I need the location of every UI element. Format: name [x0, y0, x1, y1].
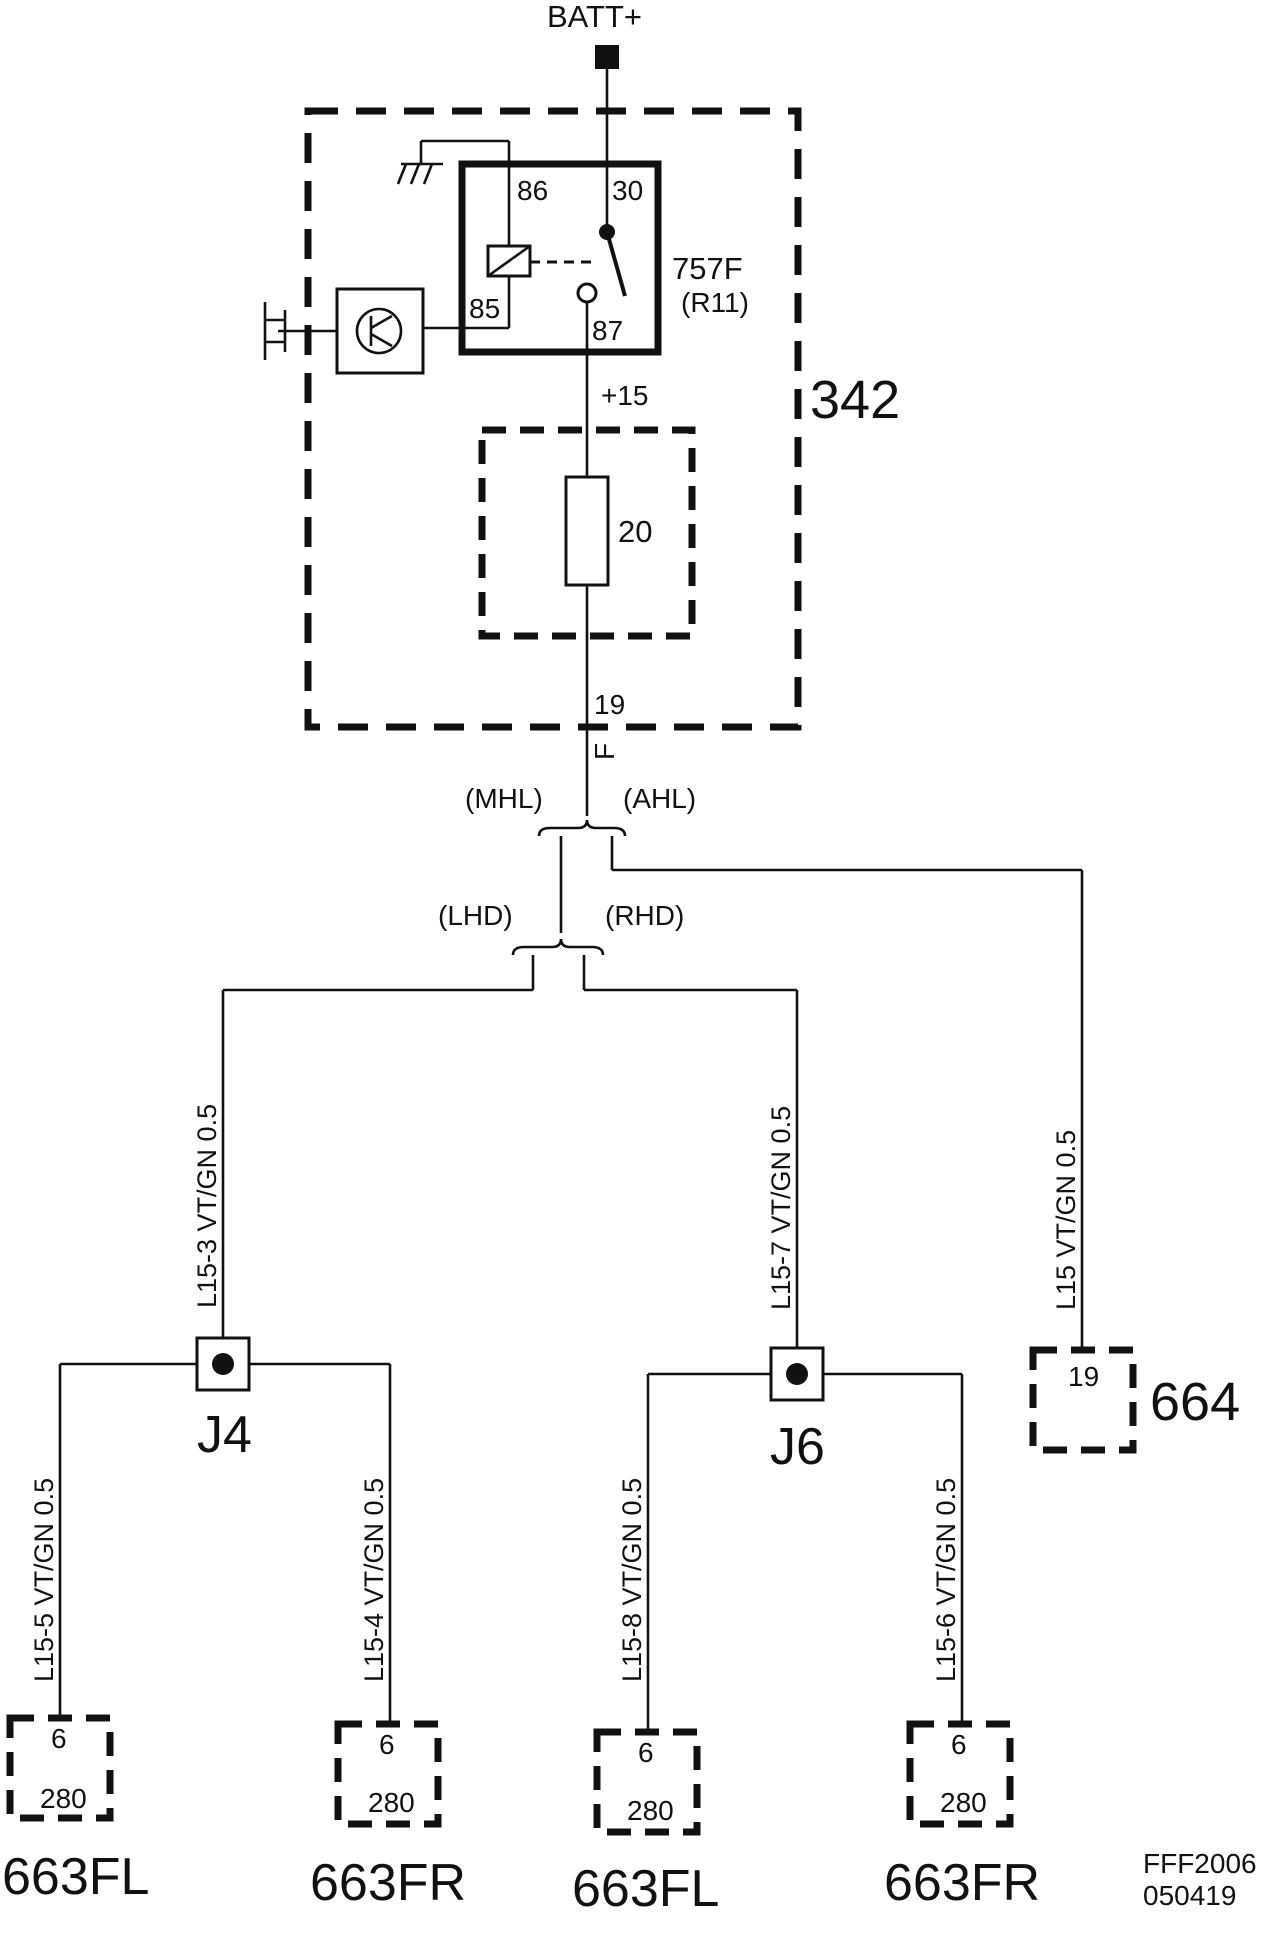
batt-terminal-square [595, 45, 619, 69]
connector-663fl-2-code: 280 [627, 1795, 674, 1826]
transistor-icon [355, 307, 403, 355]
battery-terminal: BATT+ [547, 0, 642, 232]
connector-663fl-1-code: 280 [40, 1783, 87, 1814]
wire-l15-8-label: L15-8 VT/GN 0.5 [617, 1478, 647, 1682]
connector-664-pin: 19 [1068, 1361, 1099, 1392]
connector-663fr-1-label: 663FR [310, 1854, 466, 1912]
transistor-driver [263, 287, 462, 375]
fuse-holder [478, 426, 696, 640]
wire-l15-7-label: L15-7 VT/GN 0.5 [766, 1106, 796, 1310]
wire-l15-4-label: L15-4 VT/GN 0.5 [359, 1478, 389, 1682]
option-ahl-label: (AHL) [623, 783, 696, 814]
footer-code-1: FFF2006 [1143, 1848, 1257, 1879]
relay-id-label: 757F [672, 251, 743, 286]
junction-j4: J4 [60, 1336, 390, 1464]
j4-label: J4 [197, 1406, 252, 1464]
connector-663fr-2-label: 663FR [884, 1854, 1040, 1912]
connector-664-label: 664 [1150, 1372, 1240, 1432]
footer-code-2: 050419 [1143, 1880, 1236, 1911]
connector-664: 19 664 [1029, 1346, 1240, 1454]
connector-663fr-2-outline [906, 1720, 1014, 1828]
fuse-rating-label: 20 [618, 514, 652, 549]
pin-30-label: 30 [612, 175, 643, 206]
module-342-label: 342 [810, 370, 900, 430]
wire-l15-label: L15 VT/GN 0.5 [1051, 1130, 1081, 1310]
pin-86-label: 86 [517, 175, 548, 206]
batt-label: BATT+ [547, 0, 642, 34]
connector-663fl-2: 6 280 663FL [572, 1728, 719, 1918]
module-pin-label: 19 [594, 689, 625, 720]
j4-node [212, 1353, 234, 1375]
option-mhl-label: (MHL) [465, 783, 543, 814]
connector-663fl-1-outline [6, 1714, 114, 1822]
connector-663fl-1-pin: 6 [51, 1723, 67, 1754]
relay-frame [458, 160, 662, 356]
connector-663fr-1-pin: 6 [379, 1729, 395, 1760]
relay-code-label: (R11) [681, 287, 749, 318]
fuse-icon [564, 475, 610, 587]
connector-663fl-2-label: 663FL [572, 1860, 719, 1918]
relay-contact-87 [576, 282, 598, 304]
wire-l15-6-label: L15-6 VT/GN 0.5 [931, 1478, 961, 1682]
connector-663fr-1: 6 280 663FR [310, 1720, 466, 1912]
j6-label: J6 [770, 1418, 825, 1476]
relay-switch-arm [605, 231, 627, 297]
connector-663fr-2: 6 280 663FR [884, 1720, 1040, 1912]
wire-l15-3-label: L15-3 VT/GN 0.5 [192, 1104, 222, 1308]
connector-663fr-2-pin: 6 [951, 1729, 967, 1760]
connector-663fr-1-code: 280 [368, 1787, 415, 1818]
option-lhd-label: (LHD) [438, 900, 513, 931]
transistor-box [335, 287, 425, 375]
option-rhd-label: (RHD) [605, 900, 684, 931]
connector-663fl-2-outline [593, 1728, 701, 1836]
connector-663fl-1: 6 280 663FL [2, 1714, 149, 1906]
connector-663fr-1-outline [334, 1720, 442, 1828]
option-split-brace [537, 819, 627, 837]
connector-664-outline [1029, 1346, 1137, 1454]
connector-663fl-1-label: 663FL [2, 1848, 149, 1906]
connector-663fl-2-pin: 6 [638, 1737, 654, 1768]
pin-87-label: 87 [592, 315, 623, 346]
drive-split-brace [511, 938, 605, 956]
relay-757f: 86 30 85 87 757F (R11) [396, 139, 749, 356]
pin-85-label: 85 [469, 293, 500, 324]
junction-j6: J6 [648, 1346, 962, 1476]
connector-663fr-2-code: 280 [940, 1787, 987, 1818]
plus15-label: +15 [601, 380, 649, 411]
wire-l15-5-label: L15-5 VT/GN 0.5 [29, 1478, 59, 1682]
module-pin-code-label: F [589, 743, 620, 760]
j6-node [786, 1363, 808, 1385]
module-342-outline [304, 107, 802, 731]
